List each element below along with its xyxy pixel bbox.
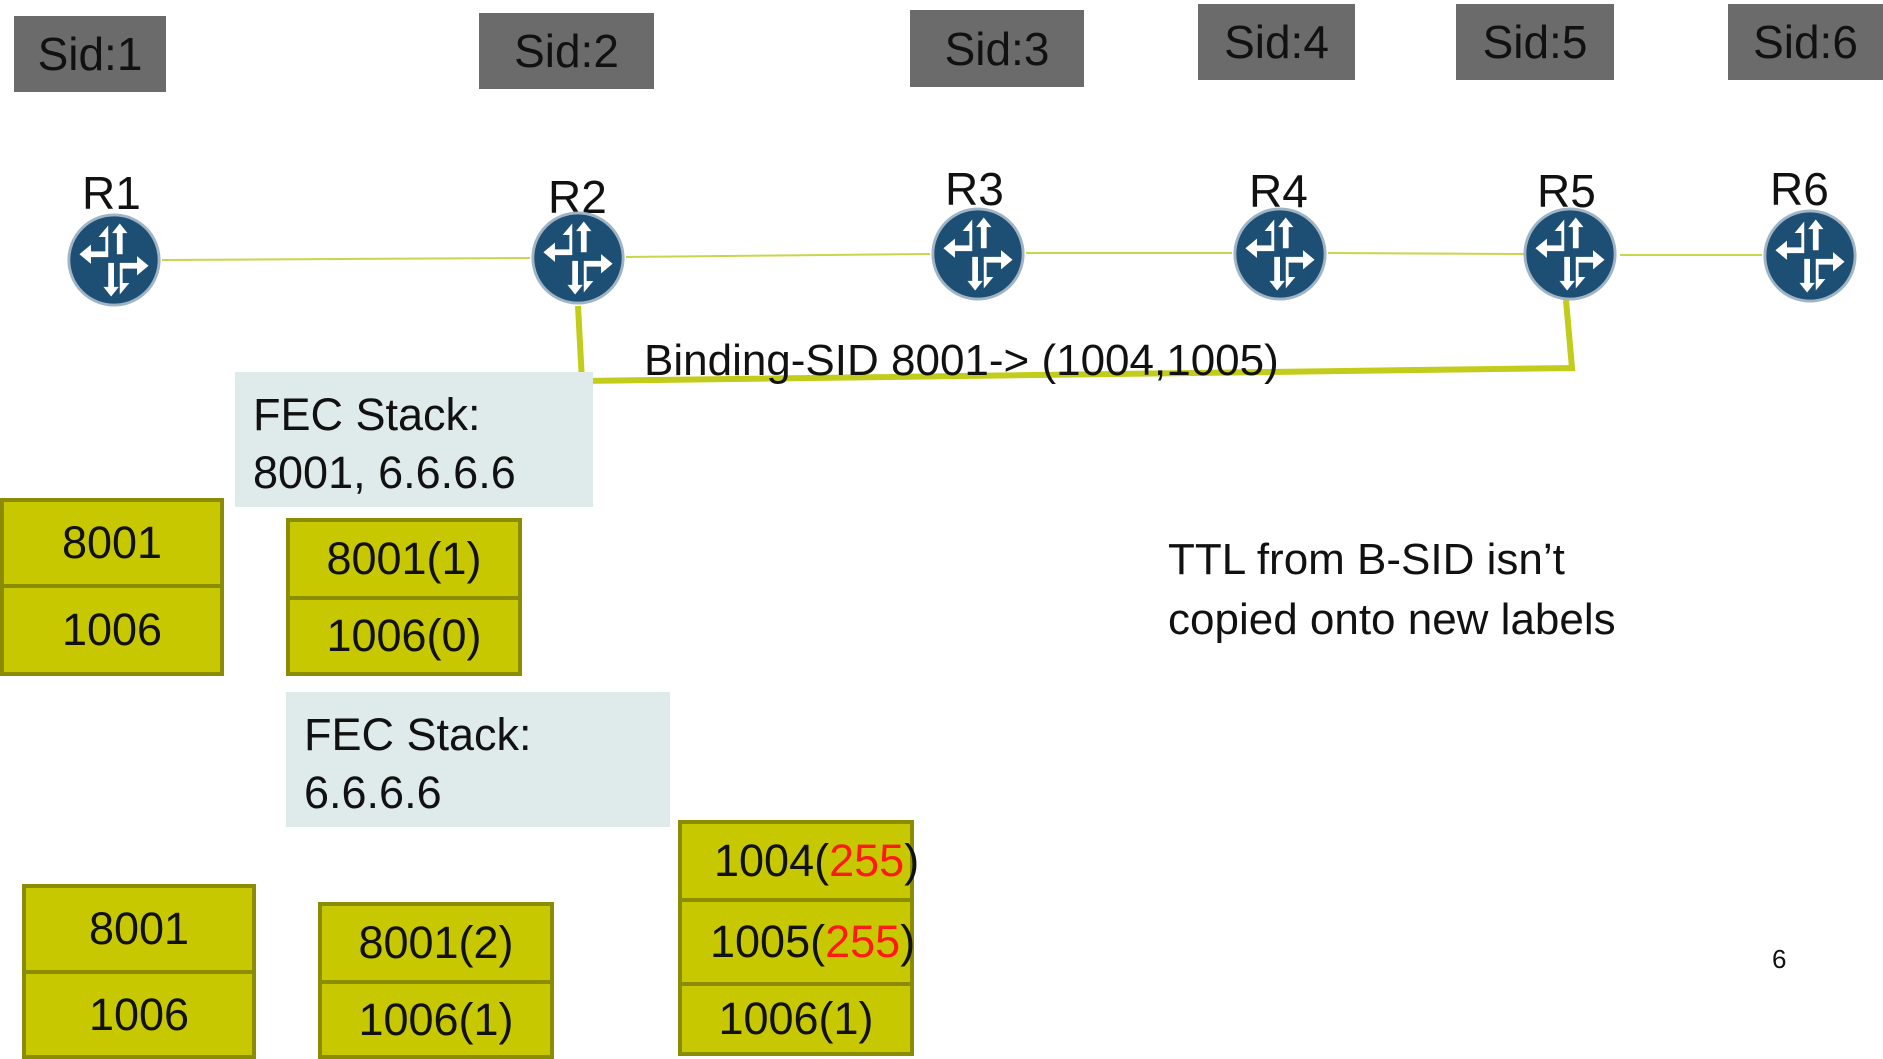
router-arrows-icon: [1763, 209, 1857, 303]
binding-sid-label: Binding-SID 8001-> (1004,1005): [644, 336, 1279, 385]
label-close: ): [900, 916, 916, 967]
router-r6[interactable]: [1762, 208, 1858, 304]
router-arrows-icon: [1523, 207, 1617, 301]
router-r1[interactable]: [66, 212, 162, 308]
router-r5[interactable]: [1522, 206, 1618, 302]
ttl-value: 255: [829, 835, 905, 886]
ttl-note: TTL from B-SID isn’t copied onto new lab…: [1168, 530, 1616, 650]
label-value: 1005(: [710, 916, 826, 967]
label-cell: 8001(1): [286, 518, 522, 600]
router-label-r3: R3: [945, 163, 1004, 215]
label-cell-1006: 1006(1): [678, 982, 914, 1056]
router-arrows-icon: [531, 211, 625, 305]
label-value: 1004(: [714, 835, 830, 886]
label-stack-b: 8001(1) 1006(0): [286, 518, 522, 676]
label-cell-1005: 1005(255): [678, 898, 916, 986]
link-r1-r2: [161, 257, 531, 261]
router-label-r6: R6: [1770, 163, 1829, 215]
fec-stack-box-1: FEC Stack: 8001, 6.6.6.6: [235, 372, 593, 507]
router-arrows-icon: [67, 213, 161, 307]
router-r3[interactable]: [930, 206, 1026, 302]
sid-box-3: Sid:3: [910, 10, 1084, 87]
router-r4[interactable]: [1232, 206, 1328, 302]
note-line-2: copied onto new labels: [1168, 595, 1616, 644]
router-arrows-icon: [1233, 207, 1327, 301]
label-cell-1004: 1004(255): [678, 820, 919, 902]
label-cell: 1006: [22, 970, 256, 1059]
label-cell: 1006: [0, 584, 224, 676]
page-number: 6: [1772, 944, 1787, 974]
router-r2[interactable]: [530, 210, 626, 306]
label-stack-a: 8001 1006: [0, 498, 224, 676]
ttl-value: 255: [825, 916, 901, 967]
binding-sid-path: [575, 299, 1576, 385]
label-cell: 1006(1): [318, 980, 554, 1059]
sid-box-2: Sid:2: [479, 13, 654, 89]
label-close: ): [904, 835, 920, 886]
sid-box-1: Sid:1: [14, 16, 166, 92]
label-stack-c: 8001 1006: [22, 884, 256, 1059]
fec-stack-title: FEC Stack:: [253, 389, 481, 440]
fec-stack-box-2: FEC Stack: 6.6.6.6: [286, 692, 670, 827]
fec-stack-value: 6.6.6.6: [304, 767, 442, 818]
label-cell: 8001: [22, 884, 256, 974]
label-cell: 1006(0): [286, 596, 522, 676]
fec-stack-title: FEC Stack:: [304, 709, 532, 760]
sid-box-6: Sid:6: [1728, 4, 1883, 80]
link-r4-r5: [1327, 252, 1525, 255]
router-arrows-icon: [931, 207, 1025, 301]
router-label-r1: R1: [82, 167, 141, 219]
sid-box-4: Sid:4: [1198, 4, 1355, 80]
label-stack-d: 8001(2) 1006(1): [318, 902, 554, 1059]
sid-box-5: Sid:5: [1456, 4, 1614, 80]
label-stack-e: 1004(255) 1005(255) 1006(1): [678, 820, 919, 1056]
note-line-1: TTL from B-SID isn’t: [1168, 535, 1565, 584]
link-r2-r3: [625, 253, 931, 258]
label-cell: 8001: [0, 498, 224, 588]
fec-stack-value: 8001, 6.6.6.6: [253, 447, 516, 498]
label-cell: 8001(2): [318, 902, 554, 984]
